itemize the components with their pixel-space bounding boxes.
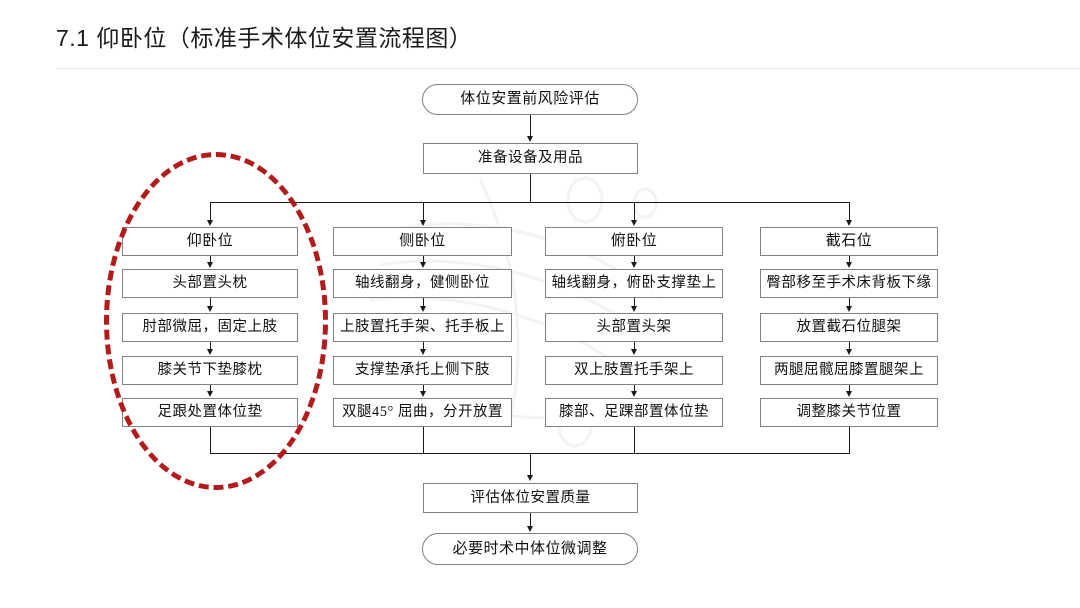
connector-lithotomy-3 — [849, 342, 850, 350]
node-assess-quality: 评估体位安置质量 — [423, 483, 638, 513]
arrow-prone-3 — [631, 349, 637, 355]
arrow-lateral-3 — [420, 349, 426, 355]
step-supine-2: 肘部微屈，固定上肢 — [122, 313, 298, 342]
connector-lateral-1 — [423, 256, 424, 263]
connector-lithotomy-4 — [849, 385, 850, 392]
title-divider — [56, 68, 1080, 69]
step-supine-4: 足跟处置体位垫 — [122, 398, 298, 427]
arrow-start-to-prepare — [527, 136, 533, 142]
step-lithotomy-4: 调整膝关节位置 — [760, 398, 938, 427]
arrow-supine-2 — [207, 306, 213, 312]
connector-supine-to-merge — [210, 427, 211, 454]
arrow-prone-1 — [631, 262, 637, 268]
arrow-prone-4 — [631, 391, 637, 397]
step-lithotomy-3: 两腿屈髋屈膝置腿架上 — [760, 356, 938, 385]
connector-lateral-3 — [423, 342, 424, 350]
arrow-branch-lithotomy — [846, 220, 852, 226]
column-header-supine: 仰卧位 — [122, 227, 298, 256]
connector-prone-1 — [634, 256, 635, 263]
arrow-branch-supine — [207, 220, 213, 226]
connector-start-to-prepare — [530, 115, 531, 137]
arrow-branch-prone — [631, 220, 637, 226]
column-header-lithotomy: 截石位 — [760, 227, 938, 256]
arrow-lithotomy-2 — [846, 306, 852, 312]
connector-assess-to-adjust — [530, 513, 531, 527]
arrow-merge-to-assess — [527, 475, 533, 481]
step-lateral-1: 轴线翻身，健侧卧位 — [333, 269, 512, 298]
connector-supine-1 — [210, 256, 211, 263]
connector-lateral-4 — [423, 385, 424, 392]
column-header-prone: 俯卧位 — [545, 227, 723, 256]
step-prone-1: 轴线翻身，俯卧支撑垫上 — [545, 269, 723, 298]
branch-leg-lateral — [423, 202, 424, 221]
step-lithotomy-2: 放置截石位腿架 — [760, 313, 938, 342]
arrow-lithotomy-3 — [846, 349, 852, 355]
branch-distribution-bar — [210, 202, 849, 203]
arrow-supine-4 — [207, 391, 213, 397]
step-prone-4: 膝部、足踝部置体位垫 — [545, 398, 723, 427]
arrow-lateral-1 — [420, 262, 426, 268]
connector-lithotomy-2 — [849, 298, 850, 307]
connector-lateral-2 — [423, 298, 424, 307]
arrow-lithotomy-1 — [846, 262, 852, 268]
merge-bar — [210, 453, 849, 454]
column-header-lateral: 侧卧位 — [333, 227, 512, 256]
branch-leg-supine — [210, 202, 211, 221]
step-prone-3: 双上肢置托手架上 — [545, 356, 723, 385]
arrow-lateral-2 — [420, 306, 426, 312]
connector-supine-4 — [210, 385, 211, 392]
branch-leg-prone — [634, 202, 635, 221]
connector-lithotomy-to-merge — [849, 427, 850, 454]
arrow-branch-lateral — [420, 220, 426, 226]
step-lateral-3: 支撑垫承托上侧下肢 — [333, 356, 512, 385]
connector-prepare-to-branchbar — [530, 174, 531, 202]
step-supine-3: 膝关节下垫膝枕 — [122, 356, 298, 385]
connector-merge-to-assess — [530, 453, 531, 476]
arrow-lithotomy-4 — [846, 391, 852, 397]
node-start: 体位安置前风险评估 — [422, 84, 638, 115]
connector-supine-3 — [210, 342, 211, 350]
step-supine-1: 头部置头枕 — [122, 269, 298, 298]
page-title: 7.1 仰卧位（标准手术体位安置流程图） — [56, 25, 473, 51]
arrow-assess-to-adjust — [527, 526, 533, 532]
connector-prone-3 — [634, 342, 635, 350]
arrow-supine-1 — [207, 262, 213, 268]
arrow-prone-2 — [631, 306, 637, 312]
branch-leg-lithotomy — [849, 202, 850, 221]
connector-supine-2 — [210, 298, 211, 307]
connector-prone-4 — [634, 385, 635, 392]
connector-lithotomy-1 — [849, 256, 850, 263]
connector-prone-2 — [634, 298, 635, 307]
arrow-lateral-4 — [420, 391, 426, 397]
node-intraop-adjust: 必要时术中体位微调整 — [422, 533, 638, 565]
connector-prone-to-merge — [634, 427, 635, 454]
step-prone-2: 头部置头架 — [545, 313, 723, 342]
step-lateral-4: 双腿45° 屈曲，分开放置 — [333, 398, 512, 427]
connector-lateral-to-merge — [423, 427, 424, 454]
step-lithotomy-1: 臀部移至手术床背板下缘 — [760, 269, 938, 298]
arrow-supine-3 — [207, 349, 213, 355]
step-lateral-2: 上肢置托手架、托手板上 — [333, 313, 512, 342]
node-prepare: 准备设备及用品 — [423, 143, 638, 174]
